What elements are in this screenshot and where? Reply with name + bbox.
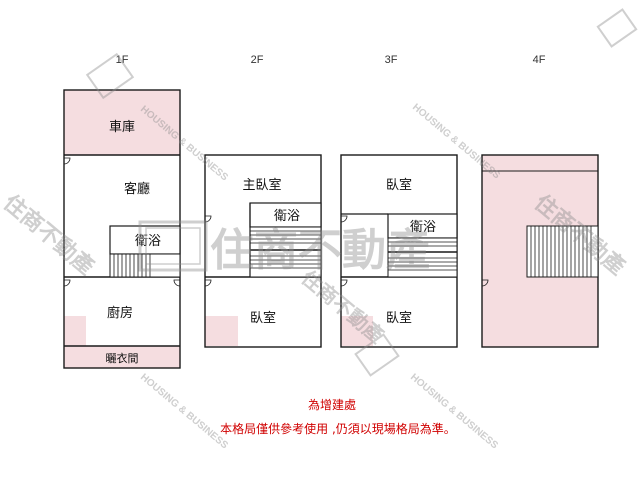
room-label-living: 客廳 bbox=[124, 181, 150, 197]
addition-area-3f bbox=[341, 316, 373, 346]
door-swing-1f-b bbox=[63, 279, 71, 287]
addition-area-2f bbox=[205, 316, 238, 346]
addition-area-garage bbox=[64, 90, 180, 155]
door-swing-2f-b bbox=[204, 279, 212, 287]
watermark-english-3: HOUSING & BUSINESS bbox=[138, 372, 230, 452]
stairs-2f bbox=[249, 226, 322, 278]
room-label-laundry: 曬衣間 bbox=[106, 351, 139, 365]
floor-label-4f: 4F bbox=[533, 54, 546, 66]
stairs-1f bbox=[109, 253, 181, 278]
floor-plan-2f: 主臥室 衛浴 臥室 bbox=[204, 154, 322, 348]
floor-plan-1f: 車庫 客廳 衛浴 廚房 曬衣間 bbox=[63, 89, 181, 369]
addition-area-kitchen bbox=[64, 316, 86, 346]
room-label-bedroom-2f: 臥室 bbox=[250, 310, 276, 326]
note-addition: 為增建處 bbox=[308, 398, 356, 412]
seal-stamp-top-left bbox=[85, 52, 135, 100]
floor-plan-3f: 臥室 衛浴 臥室 bbox=[340, 154, 458, 348]
room-label-kitchen: 廚房 bbox=[107, 305, 133, 321]
room-label-bedroom-3f-bottom: 臥室 bbox=[386, 310, 412, 326]
watermark-brand-left: 住商不動產 bbox=[0, 190, 99, 281]
watermark-english-4: HOUSING & BUSINESS bbox=[408, 372, 500, 452]
door-swing-4f bbox=[481, 279, 489, 287]
floor-plan-4f bbox=[481, 154, 599, 348]
watermark-english-2: HOUSING & BUSINESS bbox=[410, 102, 502, 182]
door-swing-1f-a bbox=[63, 157, 71, 165]
seal-stamp-top-right bbox=[596, 8, 638, 48]
seal-stamp-center bbox=[138, 220, 208, 272]
watermark-brand-text: 住商不動產 bbox=[210, 225, 430, 276]
room-label-bath-2f: 衛浴 bbox=[274, 209, 300, 224]
bath-box-3f bbox=[387, 213, 458, 239]
floor-label-3f: 3F bbox=[385, 54, 398, 66]
room-label-bath-3f: 衛浴 bbox=[410, 220, 436, 235]
door-swing-1f-c bbox=[173, 279, 181, 287]
room-label-master-bedroom: 主臥室 bbox=[242, 177, 281, 193]
room-label-garage: 車庫 bbox=[109, 120, 135, 135]
addition-area-laundry bbox=[64, 346, 180, 368]
stairs-4f bbox=[526, 225, 599, 278]
floor-label-1f: 1F bbox=[116, 54, 129, 66]
door-swing-3f-b bbox=[340, 279, 348, 287]
door-swing-3f-a bbox=[340, 215, 348, 223]
floor-label-2f: 2F bbox=[251, 54, 264, 66]
door-swing-2f-a bbox=[204, 215, 212, 223]
stairs-3f bbox=[387, 237, 458, 278]
seal-stamp-bottom-center bbox=[354, 333, 400, 377]
note-disclaimer: 本格局僅供參考使用 ,仍須以現場格局為準。 bbox=[220, 421, 456, 436]
room-label-bath-1f: 衛浴 bbox=[135, 234, 161, 249]
room-label-bedroom-3f-top: 臥室 bbox=[386, 177, 412, 193]
